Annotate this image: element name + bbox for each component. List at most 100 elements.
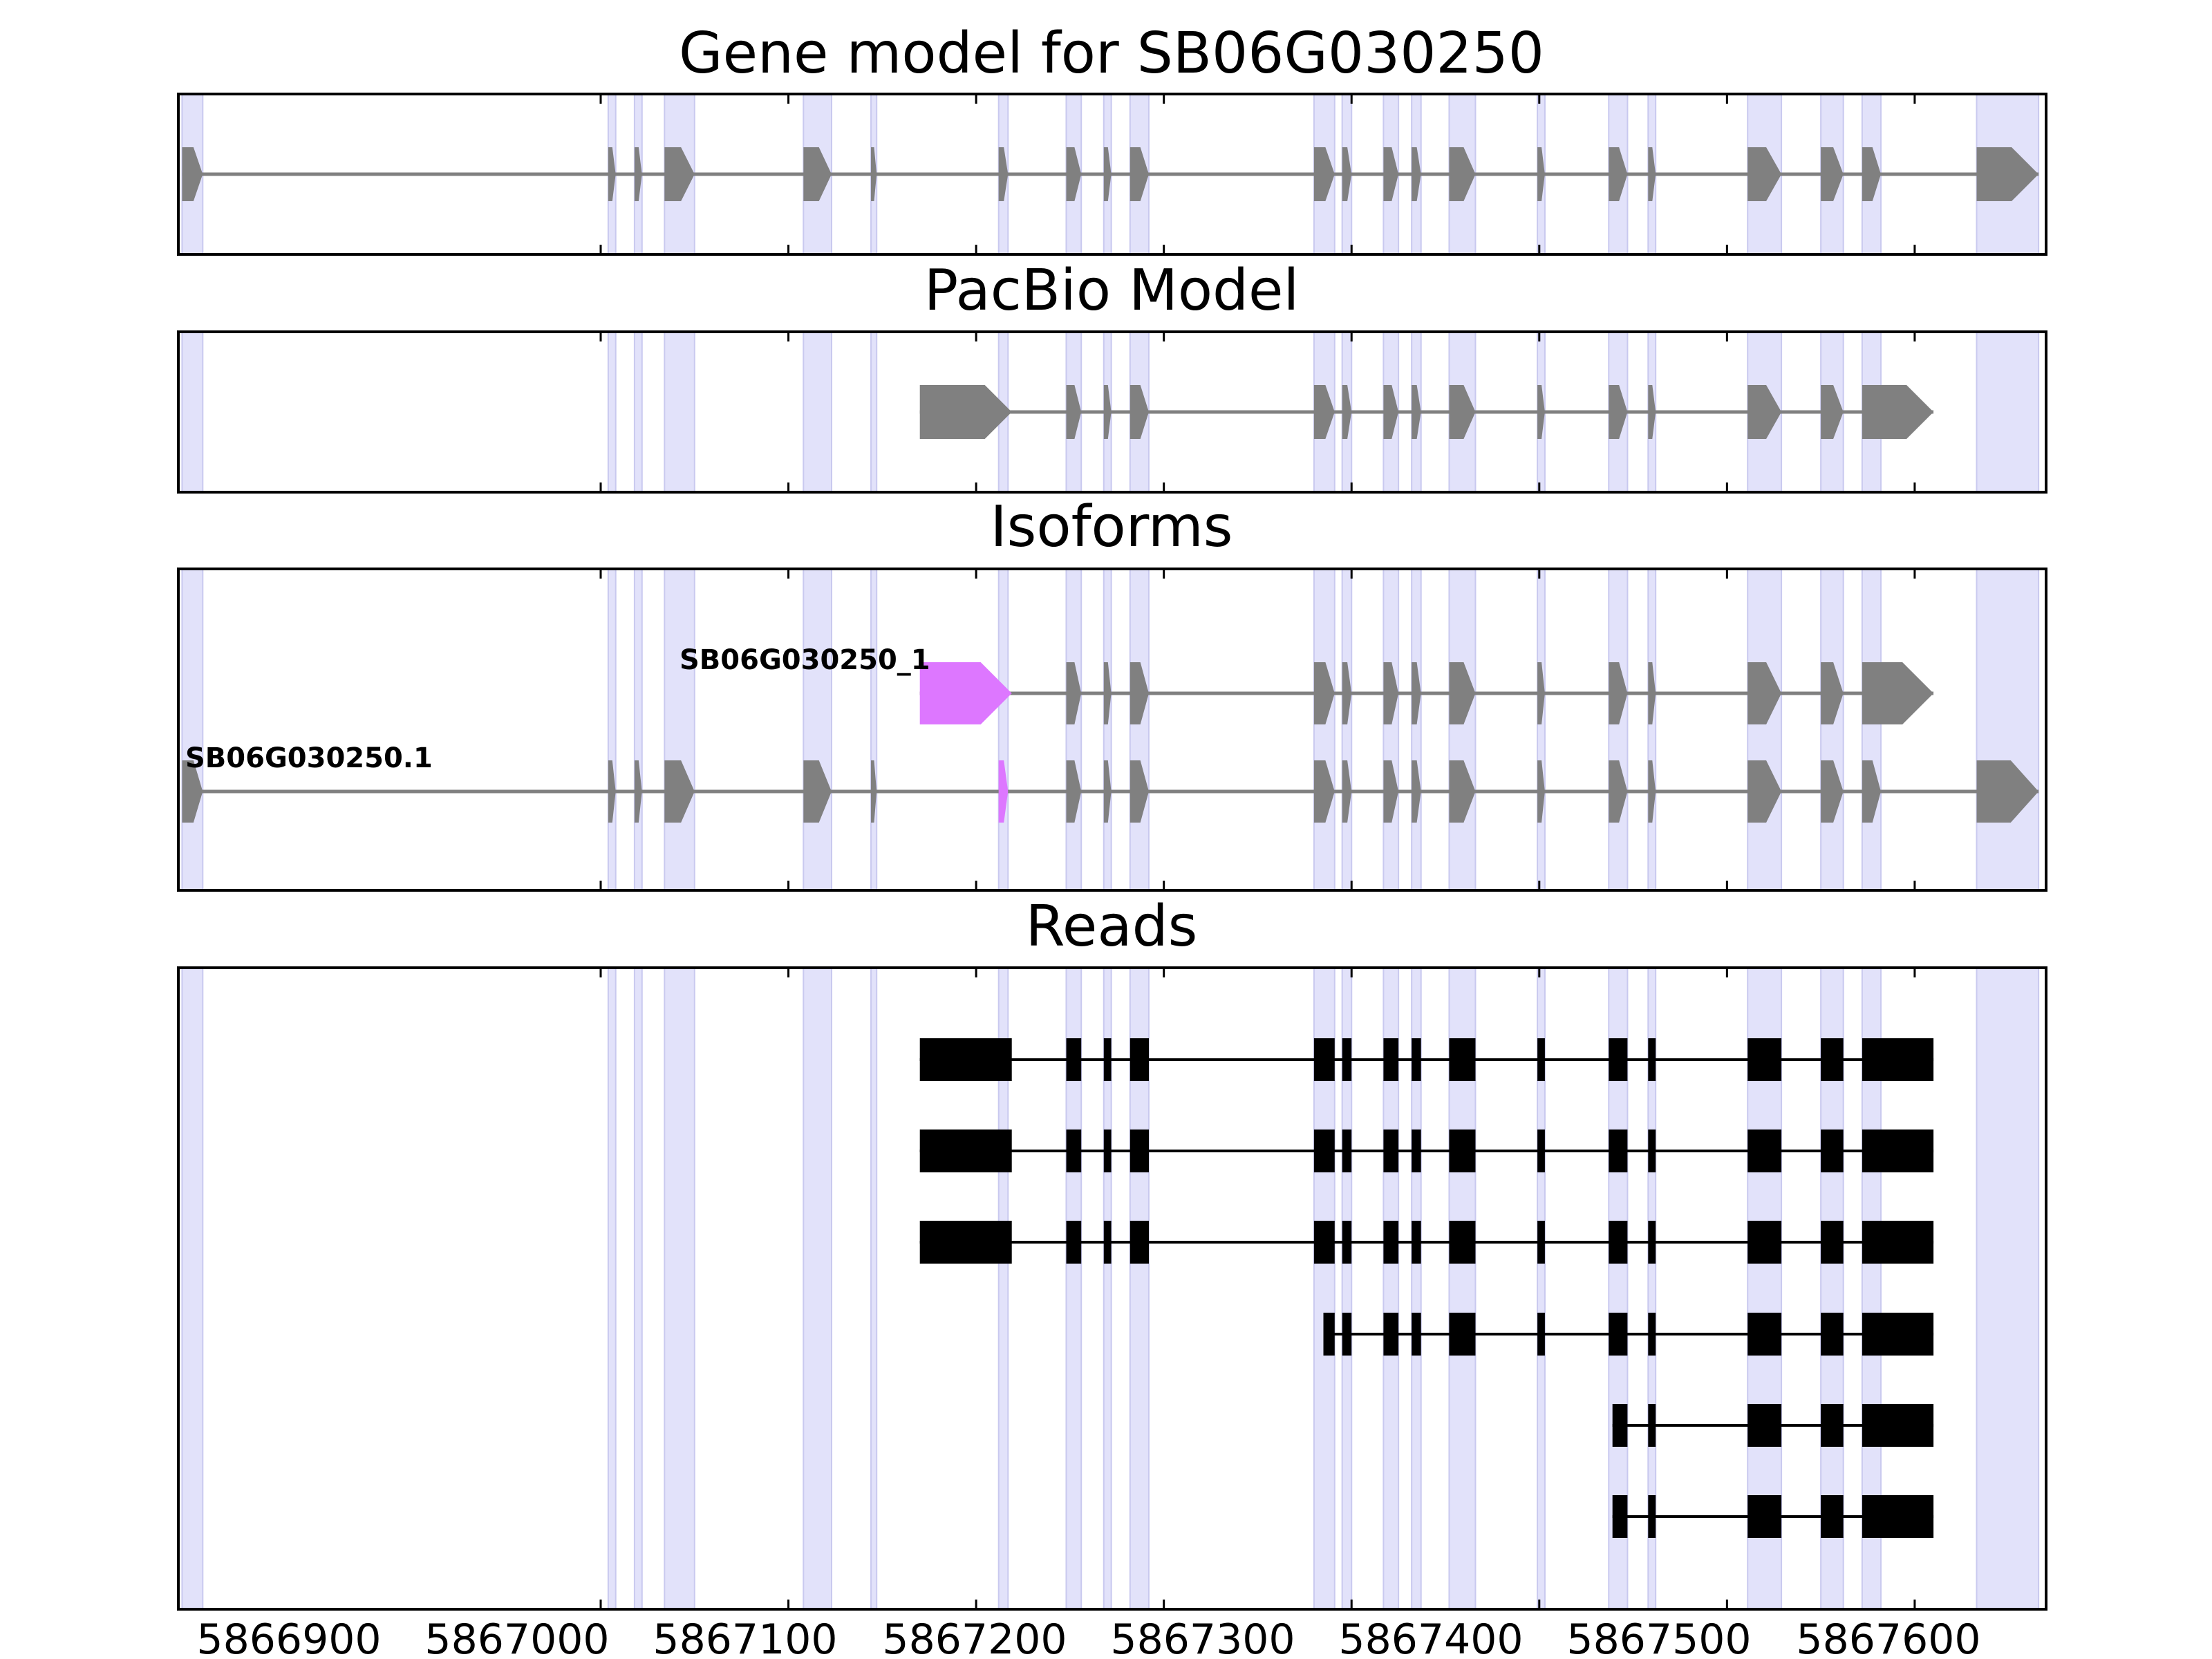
shaded-exon-region [181, 569, 204, 890]
shaded-exon-region [607, 332, 617, 492]
read-block [1821, 1313, 1844, 1356]
read-block [1342, 1221, 1352, 1264]
read-block [1821, 1221, 1844, 1264]
panel-plot-area [177, 93, 2047, 256]
shaded-exon-region [633, 569, 643, 890]
panel-inner [181, 94, 2040, 254]
shaded-exon-region [1537, 569, 1546, 890]
x-tick-label: 5867000 [424, 1615, 609, 1659]
read-block [1383, 1221, 1399, 1264]
exon-block [1103, 147, 1112, 201]
read-block [1747, 1038, 1782, 1081]
shaded-exon-region [607, 968, 617, 1609]
exon-block [1747, 147, 1782, 201]
shaded-exon-region [1103, 569, 1112, 890]
exon-block [871, 760, 877, 823]
read-block [1747, 1313, 1782, 1356]
read-block [1862, 1130, 1934, 1172]
read-track [919, 1038, 1934, 1081]
read-block [1862, 1313, 1934, 1356]
exon-block [182, 147, 203, 201]
exon-block [1862, 385, 1934, 439]
panel-inner [181, 569, 2040, 890]
exon-block [182, 760, 203, 823]
exon-block [1862, 662, 1934, 724]
shaded-exon-region [1647, 569, 1657, 890]
exon-block [1648, 662, 1656, 724]
shaded-exon-region [1411, 569, 1422, 890]
panel-title-isoforms: Isoforms [991, 494, 1233, 560]
exon-block [1609, 385, 1628, 439]
exon-block [1342, 662, 1352, 724]
exon-block [1976, 147, 2039, 201]
panel-title-reads: Reads [1026, 894, 1198, 959]
read-block [1130, 1038, 1149, 1081]
read-block [1313, 1130, 1335, 1172]
exon-block [1537, 760, 1545, 823]
read-block [919, 1221, 1012, 1264]
x-tick-label: 5867300 [1110, 1615, 1295, 1659]
read-block [1648, 1038, 1656, 1081]
transcript-track [919, 385, 1934, 439]
read-block [1747, 1221, 1782, 1264]
read-block [1342, 1038, 1352, 1081]
shaded-exon-region [803, 569, 833, 890]
read-block [1609, 1130, 1628, 1172]
panel-title-pacbio-model: PacBio Model [924, 258, 1300, 324]
panel-title-gene-model: Gene model for SB06G030250 [679, 21, 1544, 86]
exon-block [1449, 662, 1476, 724]
exon-block [608, 760, 616, 823]
read-block [1103, 1130, 1112, 1172]
read-block [1130, 1130, 1149, 1172]
exon-block [1342, 760, 1352, 823]
shaded-exon-region [1976, 332, 2040, 492]
exon-block [1313, 760, 1335, 823]
read-block [1821, 1130, 1844, 1172]
read-block [1313, 1038, 1335, 1081]
exon-block [1383, 662, 1399, 724]
read-block [1648, 1313, 1656, 1356]
exon-block [1609, 147, 1628, 201]
read-block [1412, 1130, 1421, 1172]
read-track [1612, 1404, 1934, 1447]
exon-block [803, 147, 832, 201]
exon-block [1342, 385, 1352, 439]
read-block [1612, 1404, 1628, 1447]
exon-block [1066, 385, 1082, 439]
x-tick-label: 5867100 [653, 1615, 837, 1659]
exon-block [1130, 147, 1149, 201]
shaded-exon-region [1976, 569, 2040, 890]
exon-block [919, 385, 1012, 439]
exon-block [1066, 760, 1082, 823]
panel-plot-area [177, 568, 2047, 892]
exon-block [1383, 147, 1399, 201]
read-block [919, 1130, 1012, 1172]
exon-block [1537, 385, 1545, 439]
shaded-exon-region [633, 332, 643, 492]
exon-block [1821, 760, 1844, 823]
x-tick-label: 5867600 [1796, 1615, 1980, 1659]
read-block [919, 1038, 1012, 1081]
exon-block [1976, 760, 2039, 823]
exon-block [1313, 385, 1335, 439]
exon-block [1412, 147, 1421, 201]
read-block [1313, 1221, 1335, 1264]
shaded-exon-region [1103, 968, 1112, 1609]
exon-block [1066, 662, 1082, 724]
exon-block [664, 760, 695, 823]
read-block [1449, 1313, 1476, 1356]
read-block [1103, 1038, 1112, 1081]
exon-block [1747, 662, 1782, 724]
read-block [1612, 1495, 1628, 1538]
read-block [1342, 1313, 1352, 1356]
exon-block [608, 147, 616, 201]
shaded-exon-region [1608, 569, 1629, 890]
shaded-exon-region [1065, 968, 1082, 1609]
panel-inner [181, 332, 2040, 492]
x-tick-label: 5866900 [196, 1615, 381, 1659]
panel-plot-area [177, 966, 2047, 1611]
shaded-exon-region [1747, 569, 1783, 890]
transcript-track [182, 147, 2039, 201]
shaded-exon-region [1861, 569, 1882, 890]
